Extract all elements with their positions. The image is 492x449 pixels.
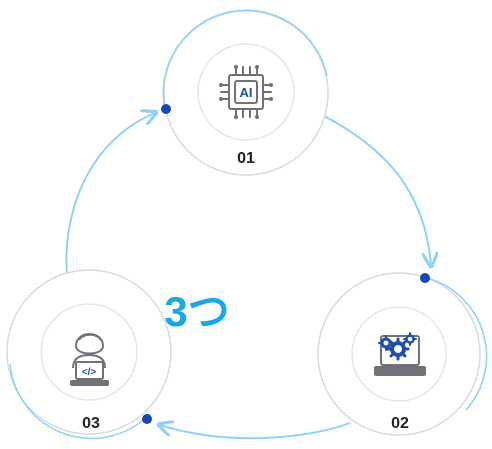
node-01: AI 01	[161, 9, 329, 176]
node-02-accent-arc	[426, 277, 488, 411]
gear-icon	[378, 332, 417, 361]
node-01-accent-arc	[162, 9, 328, 111]
node-02: 02	[317, 272, 488, 436]
node-01-dot	[161, 104, 171, 114]
developer-laptop-icon: </>	[70, 333, 109, 386]
node-03: </> 03	[6, 269, 172, 440]
node-02-dot	[420, 273, 430, 283]
node-01-number: 01	[237, 150, 255, 167]
node-03-inner-circle	[40, 303, 138, 401]
laptop-gears-icon	[374, 332, 426, 376]
node-03-accent-arc	[9, 363, 151, 440]
node-03-number: 03	[82, 415, 100, 432]
connector-02-to-03	[160, 423, 351, 440]
connector-01-to-02	[321, 114, 431, 265]
center-count-label: 3つ	[164, 288, 229, 335]
ai-chip-label: AI	[240, 85, 253, 100]
connector-03-to-01	[65, 113, 155, 277]
code-symbol: </>	[82, 367, 97, 378]
ai-chip-icon: AI	[219, 65, 273, 119]
node-02-number: 02	[391, 415, 409, 432]
node-03-dot	[142, 414, 152, 424]
